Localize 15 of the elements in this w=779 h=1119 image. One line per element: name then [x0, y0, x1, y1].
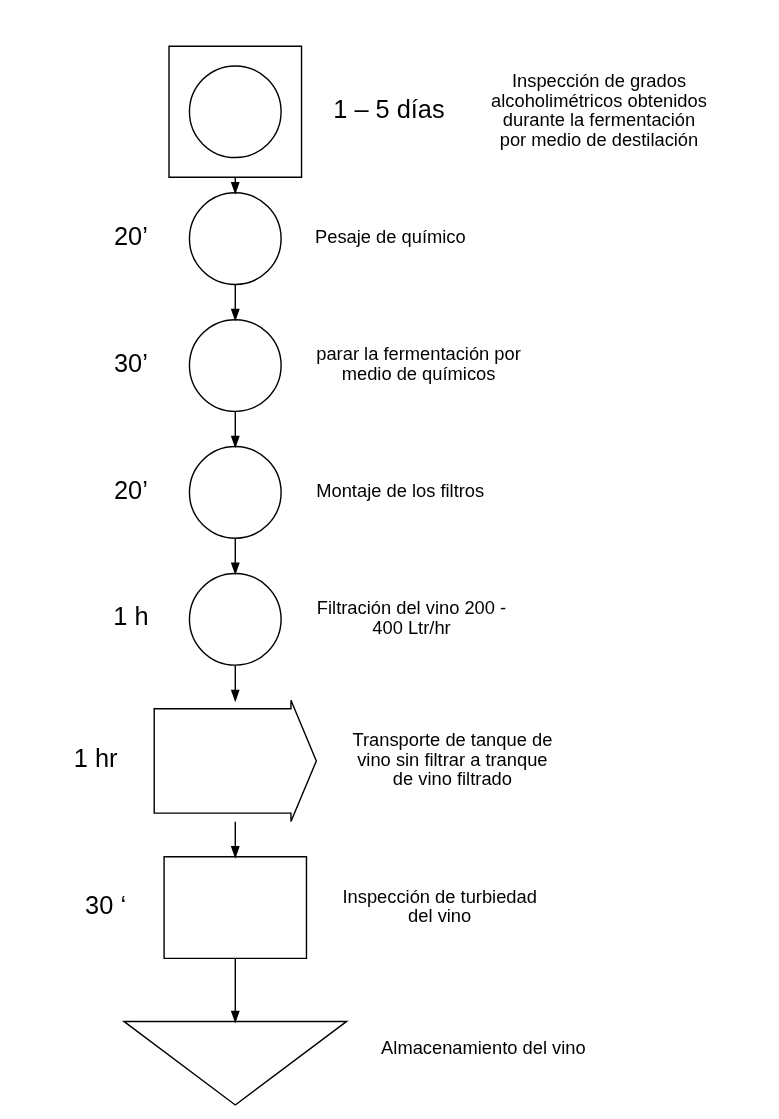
node-label: Montaje de los filtros — [315, 480, 484, 502]
node-label: Transporte de tanque de vino sin filtrar a tranque de vino filtrado — [351, 729, 552, 790]
node-label: 30’ — [113, 348, 148, 377]
node-label: Inspección de turbiedad del vino — [341, 885, 537, 927]
node-label: 1 h — [112, 602, 149, 631]
node-label: Almacenamiento del vino — [380, 1037, 586, 1059]
node-label: Filtración del vino 200 - 400 Ltr/hr — [316, 597, 506, 638]
node-label: Pesaje de químico — [314, 226, 466, 248]
node-label: 20’ — [113, 221, 148, 250]
node-label: 1 – 5 días — [332, 94, 445, 123]
node-label: Inspección de grados alcoholimétricos obtenidos durante la fermentación por medio de destilación — [490, 69, 707, 151]
node-label: 20’ — [113, 475, 148, 504]
node-label: 1 hr — [73, 744, 118, 773]
node-label: parar la fermentación por medio de químicos — [315, 343, 521, 385]
node-label: 30 ‘ — [84, 890, 126, 919]
